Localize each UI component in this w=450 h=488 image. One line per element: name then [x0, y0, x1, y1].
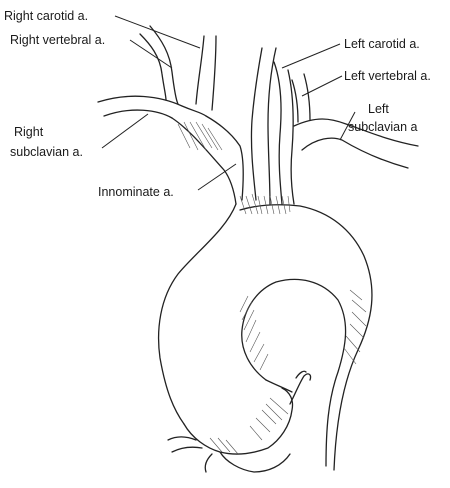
shading: [178, 122, 366, 454]
aorta: [159, 204, 372, 472]
leader-left-carotid: [282, 44, 340, 68]
label-left-vertebral: Left vertebral a.: [344, 69, 431, 83]
right-branches: [98, 26, 243, 204]
right-carotid-artery: [196, 36, 204, 104]
left-carotid-artery: [251, 48, 262, 200]
label-left-carotid: Left carotid a.: [344, 37, 420, 51]
leader-right-vertebral: [130, 40, 172, 68]
label-left-subclavian-1: Left: [368, 102, 389, 116]
label-right-subclavian-2: subclavian a.: [10, 145, 83, 159]
aortic-arch-inner: [242, 279, 346, 466]
label-innominate: Innominate a.: [98, 185, 174, 199]
label-right-subclavian-1: Right: [14, 125, 44, 139]
label-right-carotid: Right carotid a.: [4, 9, 88, 23]
aortic-arch-top: [240, 205, 372, 470]
leader-lines: [102, 16, 355, 190]
label-right-vertebral: Right vertebral a.: [10, 33, 105, 47]
label-left-subclavian-2: subclavian a: [348, 120, 418, 134]
coronary-stub-right: [290, 374, 311, 404]
ascending-aorta-outer: [159, 204, 236, 424]
aortic-root: [184, 388, 293, 454]
leader-right-subclavian: [102, 114, 148, 148]
coronary-stub-left: [168, 437, 196, 440]
leader-innominate: [198, 164, 236, 190]
leader-right-carotid: [115, 16, 200, 48]
